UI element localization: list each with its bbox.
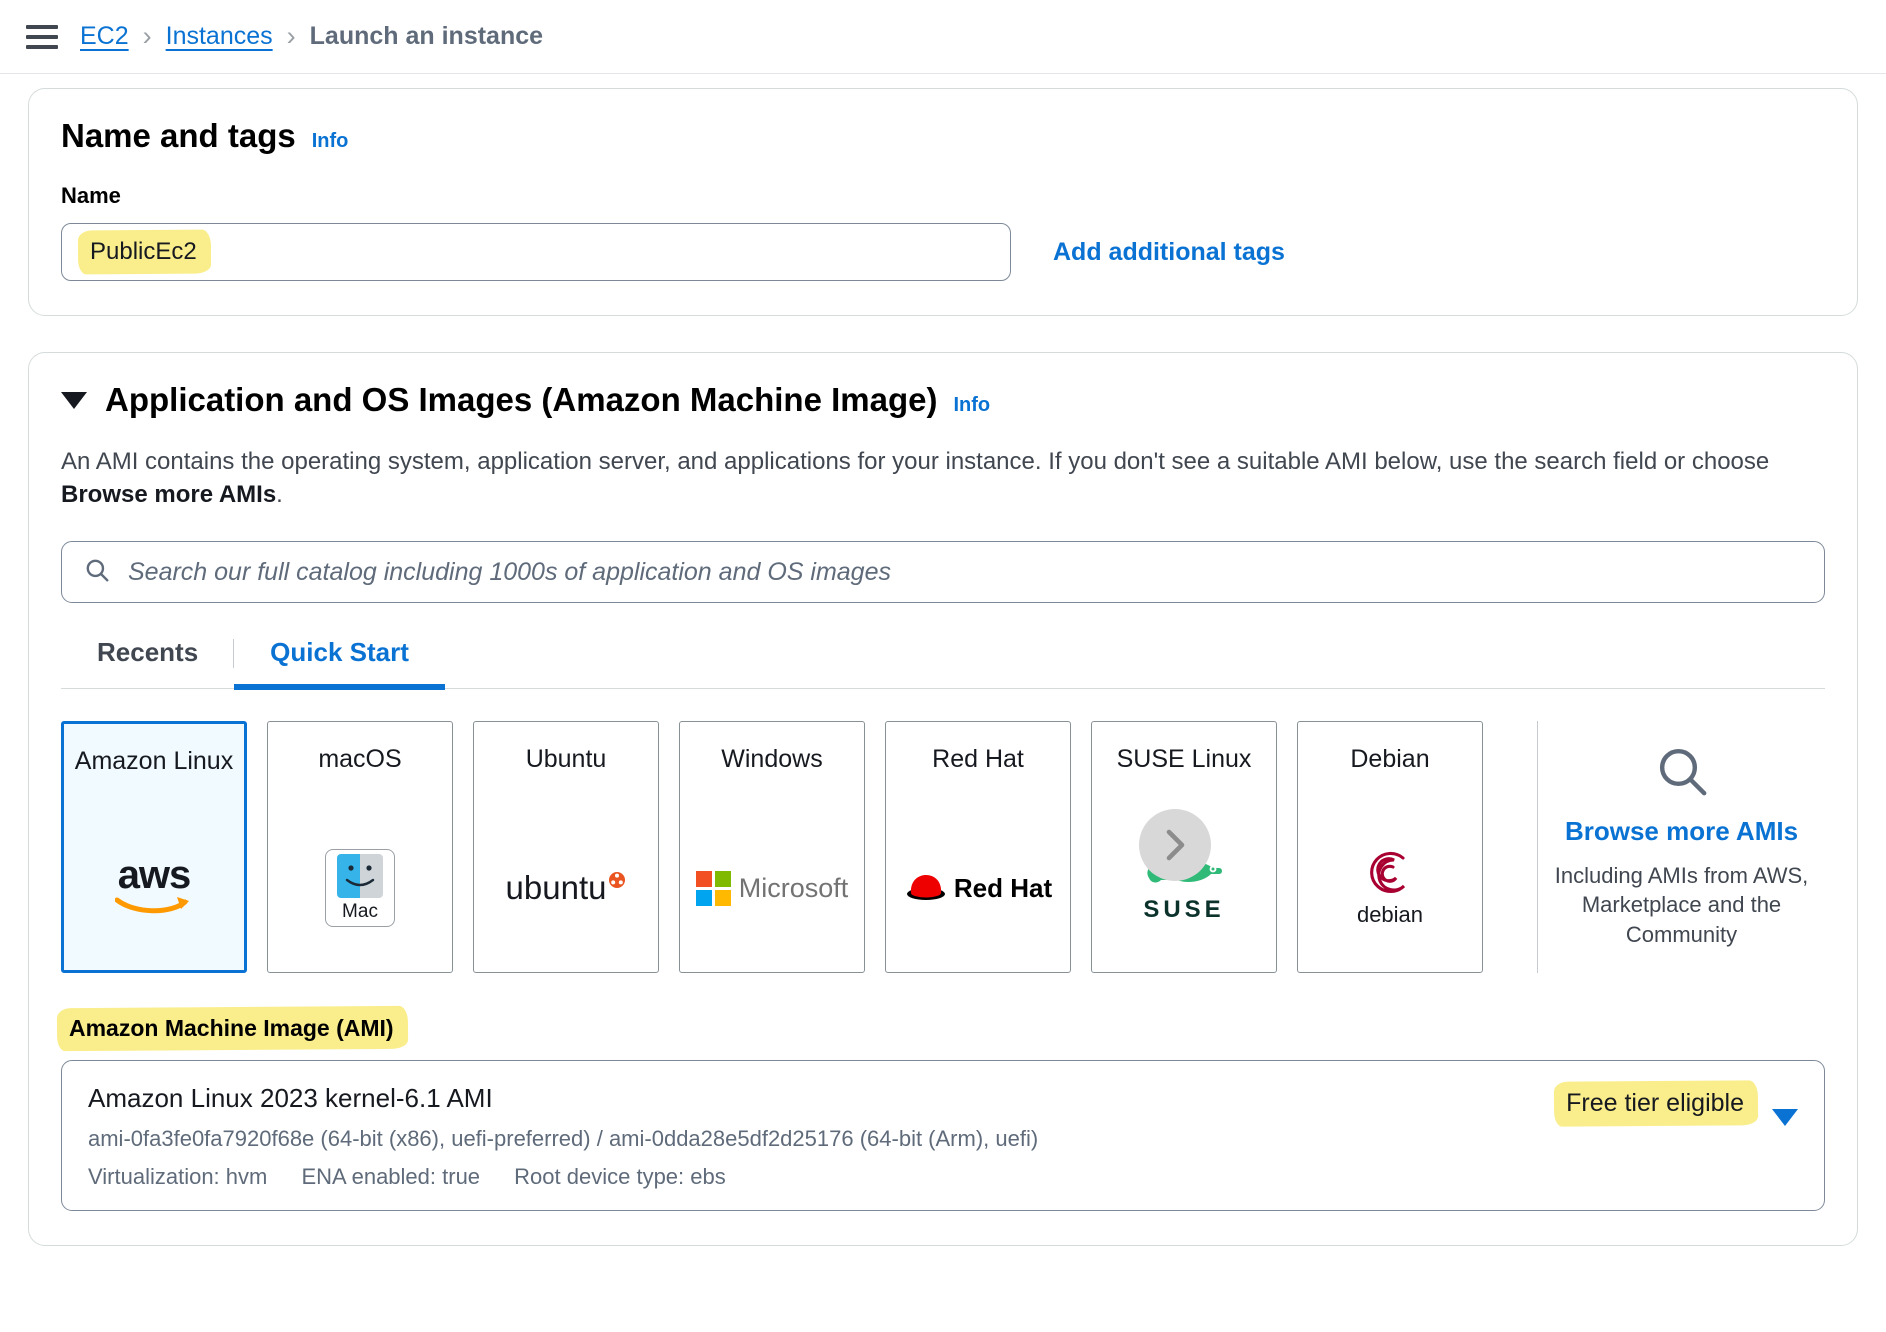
search-icon [1654,743,1710,804]
browse-more-amis-subtext: Including AMIs from AWS, Marketplace and… [1554,863,1809,947]
info-link-ami[interactable]: Info [953,394,991,416]
tab-label: Quick Start [270,637,409,668]
ami-meta-ena: ENA enabled: true [301,1164,481,1190]
ami-tabs: Recents Quick Start [61,637,1825,691]
hamburger-bar [26,44,58,49]
tab-label: Recents [97,637,199,668]
description-part-1: An AMI contains the operating system, ap… [61,448,1770,475]
redhat-logo-icon: Red Hat [904,848,1052,928]
ubuntu-logo-icon: ubuntu [506,848,627,928]
os-tile-macos[interactable]: macOS [267,721,453,974]
os-tile-label: Red Hat [932,745,1024,774]
breadcrumb-item-instances[interactable]: Instances [165,22,273,50]
browse-divider [1537,721,1538,974]
name-and-tags-panel: Name and tags Info Name PublicEc2 Add ad… [28,88,1858,316]
ami-section-header: Application and OS Images (Amazon Machin… [61,381,1825,419]
ami-picker-label: Amazon Machine Image (AMI) [61,1013,402,1044]
ami-section-title: Application and OS Images (Amazon Machin… [105,381,990,419]
os-tile-list: Amazon Linux aws macOS [61,721,1825,974]
breadcrumb: EC2 › Instances › Launch an instance [80,22,543,51]
tab-recents[interactable]: Recents [61,637,235,688]
ami-card-right: Free tier eligible [1558,1083,1798,1127]
os-tiles-next-arrow-button[interactable] [1139,809,1211,882]
hamburger-bar [26,24,58,29]
name-input-value: PublicEc2 [82,236,205,268]
hamburger-menu-icon[interactable] [26,24,58,49]
mac-logo-icon: Mac [325,848,395,928]
browse-more-amis-link[interactable]: Browse more AMIs [1564,816,1799,847]
application-os-images-panel: Application and OS Images (Amazon Machin… [28,352,1858,1247]
os-tile-label: SUSE Linux [1116,745,1252,774]
os-tile-debian[interactable]: Debian debian [1297,721,1483,974]
ami-search-input[interactable]: Search our full catalog including 1000s … [61,541,1825,604]
breadcrumb-item-current: Launch an instance [309,22,544,50]
search-icon [84,557,110,588]
microsoft-logo-icon: Microsoft [695,848,848,928]
breadcrumb-item-ec2[interactable]: EC2 [80,22,129,50]
os-tile-label: Amazon Linux [74,747,234,776]
breadcrumb-separator-icon: › [286,21,296,51]
ami-details: Amazon Linux 2023 kernel-6.1 AMI ami-0fa… [88,1083,1038,1190]
ami-meta: Virtualization: hvm ENA enabled: true Ro… [88,1164,1038,1190]
breadcrumb-separator-icon: › [142,21,152,51]
ami-section-description: An AMI contains the operating system, ap… [61,445,1801,511]
name-and-tags-title: Name and tags Info [61,117,1825,155]
aws-logo-icon: aws [115,846,193,926]
name-input-row: PublicEc2 Add additional tags [61,223,1825,281]
panel-heading-text: Application and OS Images (Amazon Machin… [105,381,938,418]
os-tile-label: Debian [1350,745,1430,774]
add-additional-tags-link[interactable]: Add additional tags [1053,237,1285,266]
ami-selected-card[interactable]: Amazon Linux 2023 kernel-6.1 AMI ami-0fa… [61,1060,1825,1212]
tab-quick-start[interactable]: Quick Start [234,637,445,691]
ami-meta-root-device: Root device type: ebs [514,1164,726,1190]
free-tier-badge-text: Free tier eligible [1558,1087,1752,1120]
os-tile-windows[interactable]: Windows Microsoft [679,721,865,974]
panel-heading-text: Name and tags [61,117,296,154]
os-tile-amazon-linux[interactable]: Amazon Linux aws [61,721,247,974]
os-tile-red-hat[interactable]: Red Hat Red Hat [885,721,1071,974]
name-input[interactable]: PublicEc2 [61,223,1011,281]
description-part-2: . [276,481,283,509]
chevron-right-icon [1166,829,1185,861]
browse-more-amis-block: Browse more AMIs Including AMIs from AWS… [1538,721,1825,973]
os-tile-ubuntu[interactable]: Ubuntu ubuntu [473,721,659,974]
info-link-name-tags[interactable]: Info [311,130,349,152]
name-field-label: Name [61,183,121,208]
description-bold-browse: Browse more AMIs [61,481,277,509]
hamburger-bar [26,34,58,39]
os-tile-label: macOS [318,745,402,774]
collapse-caret-icon[interactable] [61,391,87,409]
chevron-down-icon[interactable] [1772,1109,1798,1127]
ami-ids: ami-0fa3fe0fa7920f68e (64-bit (x86), uef… [88,1126,1039,1152]
ami-meta-virtualization: Virtualization: hvm [88,1164,268,1190]
os-tile-label: Ubuntu [525,745,607,774]
ami-search-placeholder: Search our full catalog including 1000s … [128,557,891,586]
os-tile-label: Windows [721,745,823,774]
tab-active-underline [234,684,445,691]
page-body: Name and tags Info Name PublicEc2 Add ad… [0,74,1886,1247]
top-breadcrumb-bar: EC2 › Instances › Launch an instance [0,0,1886,74]
debian-logo-icon: debian [1357,848,1423,928]
ami-picker-label-text: Amazon Machine Image (AMI) [61,1013,402,1044]
ami-title: Amazon Linux 2023 kernel-6.1 AMI [88,1083,493,1114]
free-tier-badge: Free tier eligible [1558,1087,1752,1120]
